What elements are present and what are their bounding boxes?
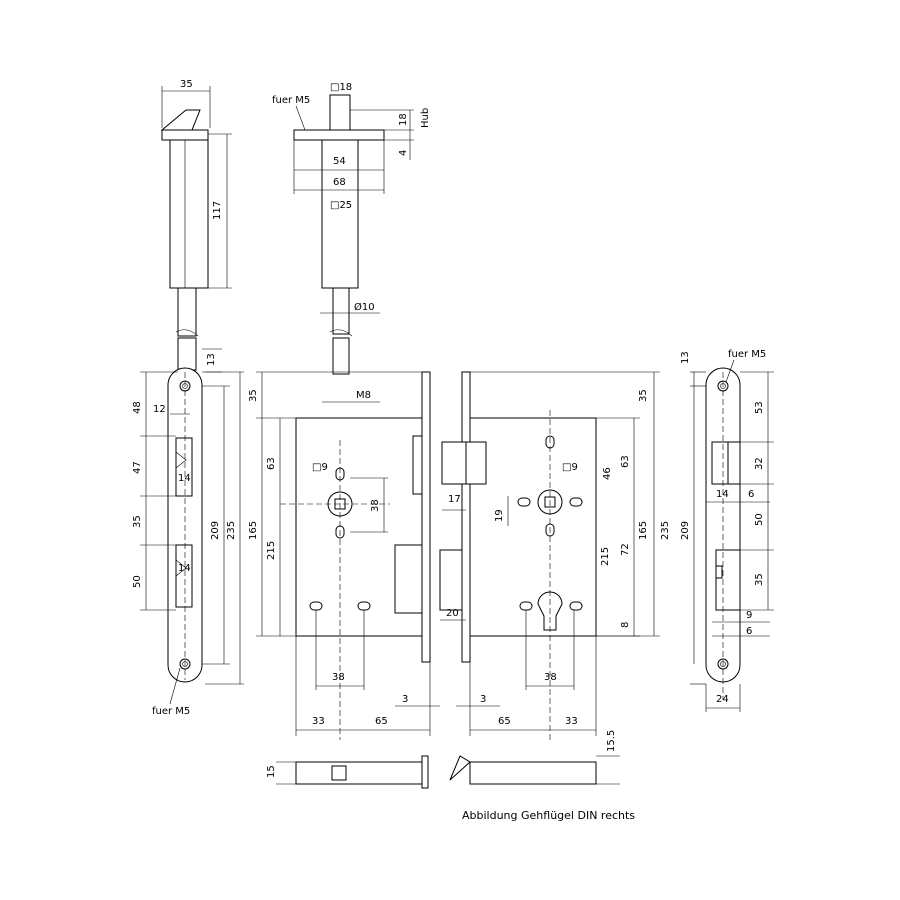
dim-13-left: 13 <box>206 353 217 366</box>
label-dia10: Ø10 <box>354 301 375 313</box>
dim-235-center: 235 <box>660 521 671 540</box>
dim-14-right: 14 <box>716 489 729 500</box>
dim-235-left: 235 <box>226 521 237 540</box>
label-fuer-m5-right: fuer M5 <box>728 349 766 360</box>
label-sq9-right: □9 <box>562 462 578 473</box>
dim-54: 54 <box>333 156 346 167</box>
dim-6-upper: 6 <box>748 489 754 500</box>
dim-38-bottom-right: 38 <box>544 672 557 683</box>
dim-165-right: 165 <box>638 521 649 540</box>
dim-46: 46 <box>602 467 613 480</box>
dim-38-bottom-left: 38 <box>332 672 345 683</box>
dim-209-right: 209 <box>680 521 691 540</box>
dim-32: 32 <box>754 457 765 470</box>
dim-17: 17 <box>448 494 461 505</box>
dim-3-right: 3 <box>480 694 486 705</box>
label-fuer-m5-top: fuer M5 <box>272 95 310 106</box>
dim-50-right: 50 <box>754 513 765 526</box>
dim-68: 68 <box>333 177 346 188</box>
dim-63-right: 63 <box>620 455 631 468</box>
dim-9: 9 <box>746 610 752 621</box>
dim-35-right-body: 35 <box>638 389 649 402</box>
dim-209-left: 209 <box>210 521 221 540</box>
dim-3-left: 3 <box>402 694 408 705</box>
dim-50-left: 50 <box>132 575 143 588</box>
dim-33-right: 33 <box>565 716 578 727</box>
dim-14-upper: 14 <box>178 473 191 484</box>
dim-13-right: 13 <box>680 351 691 364</box>
dim-35-far-right: 35 <box>754 573 765 586</box>
dim-63-left: 63 <box>266 457 277 470</box>
dim-215-left: 215 <box>266 541 277 560</box>
label-hub: Hub <box>420 108 431 128</box>
dim-4: 4 <box>398 150 409 156</box>
lock-body-left: □9 63 165 215 38 38 33 65 3 15 <box>248 371 440 789</box>
dim-6-lower: 6 <box>746 626 752 637</box>
lock-body-right: □9 17 20 46 63 19 35 165 215 72 8 235 38… <box>439 371 671 785</box>
dim-165-left: 165 <box>248 521 259 540</box>
bolt-top-view: fuer M5 □18 □25 Ø10 M8 54 68 18 4 Hub <box>272 82 431 403</box>
dim-35-left: 35 <box>132 515 143 528</box>
dim-15-5: 15.5 <box>606 730 617 752</box>
label-sq25: □25 <box>330 200 352 211</box>
dim-33-left: 33 <box>312 716 325 727</box>
dim-47: 47 <box>132 461 143 474</box>
dim-117: 117 <box>212 201 223 220</box>
dim-19: 19 <box>494 509 505 522</box>
caption: Abbildung Gehflügel DIN rechts <box>462 809 636 822</box>
dim-35-top: 35 <box>180 79 193 90</box>
label-sq18: □18 <box>330 82 352 93</box>
dim-215-right: 215 <box>600 547 611 566</box>
label-fuer-m5-bottom-left: fuer M5 <box>152 706 190 717</box>
label-sq9-left: □9 <box>312 462 328 473</box>
dim-24: 24 <box>716 694 729 705</box>
dim-48: 48 <box>132 401 143 414</box>
dim-38-vertical: 38 <box>370 499 381 512</box>
label-m8: M8 <box>356 390 371 401</box>
dim-18: 18 <box>398 113 409 126</box>
flush-bolt-side-view: 35 117 <box>160 79 232 371</box>
dim-65-right: 65 <box>498 716 511 727</box>
dim-15-left: 15 <box>266 765 277 778</box>
dim-53: 53 <box>754 401 765 414</box>
dim-20: 20 <box>446 608 459 619</box>
dim-14-lower: 14 <box>178 563 191 574</box>
dim-12: 12 <box>153 404 166 415</box>
dim-65-left: 65 <box>375 716 388 727</box>
dim-35-right: 35 <box>248 389 259 402</box>
faceplate-right: fuer M5 13 209 53 32 50 35 14 6 9 6 24 <box>680 349 774 712</box>
dim-72: 72 <box>620 543 631 556</box>
faceplate-left: 48 47 35 50 12 14 14 13 35 209 235 fuer … <box>132 348 259 717</box>
dim-8: 8 <box>620 622 631 628</box>
